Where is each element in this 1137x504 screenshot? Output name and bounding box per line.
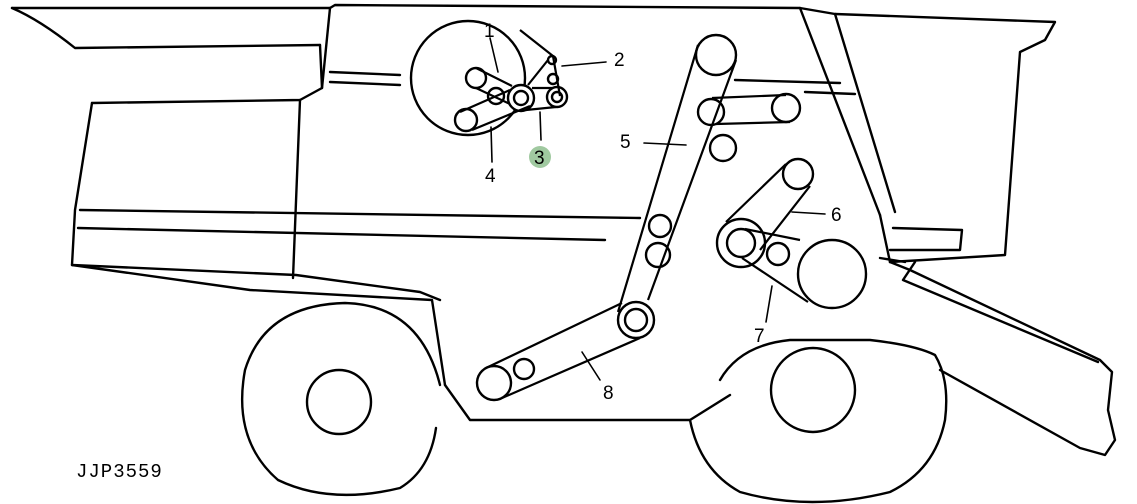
callout-label-4: 4 — [485, 166, 496, 187]
callout-3-highlight — [529, 146, 551, 168]
callout-label-3: 3 — [534, 148, 545, 169]
callout-label-1: 1 — [484, 21, 495, 42]
upper-drive-assembly — [409, 19, 569, 137]
rear-drive-assembly — [715, 157, 868, 310]
callout-label-8: 8 — [603, 383, 614, 404]
rear-wheel — [688, 338, 948, 504]
lower-drive-assembly — [475, 302, 641, 402]
elevator-belt-assembly — [616, 33, 802, 340]
combine-body-outline — [10, 3, 1117, 457]
figure-code: JJP3559 — [76, 461, 163, 483]
callout-label-5: 5 — [620, 132, 631, 153]
front-wheel — [240, 301, 442, 497]
callout-label-2: 2 — [614, 50, 625, 71]
leader-lines — [489, 37, 826, 381]
callout-label-7: 7 — [754, 326, 765, 347]
callout-label-6: 6 — [831, 205, 842, 226]
